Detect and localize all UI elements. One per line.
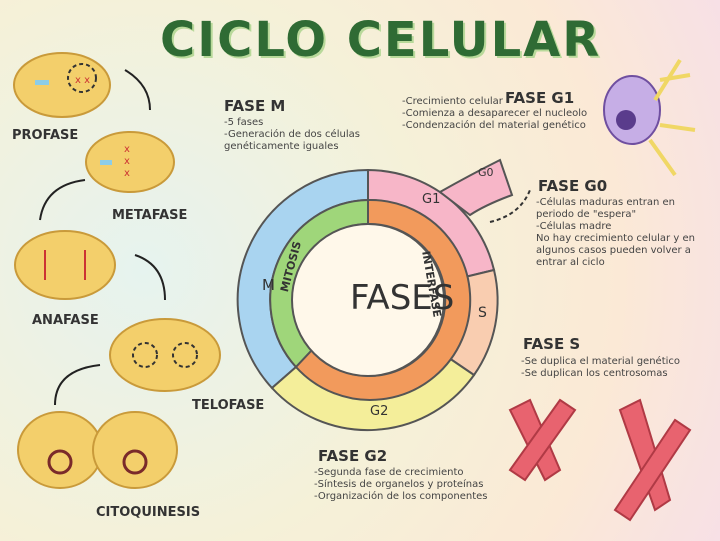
svg-text:x x: x x — [75, 75, 90, 86]
fase-g1-notes: -Crecimiento celular -Comienza a desapar… — [402, 96, 588, 131]
stage-arrows — [39, 69, 166, 406]
fase-g1-title: FASE G1 — [505, 89, 575, 107]
cell-citoquinesis — [17, 411, 178, 489]
fase-s-notes: -Se duplica el material genético -Se dup… — [521, 356, 681, 379]
fase-g2-title: FASE G2 — [318, 447, 388, 465]
stage-label-citoquinesis: CITOQUINESIS — [96, 505, 201, 520]
cell-metafase: x x x — [85, 131, 175, 193]
fase-g2-notes: -Segunda fase de crecimiento -Síntesis d… — [314, 467, 488, 502]
stage-label-telofase: TELOFASE — [192, 398, 265, 413]
fase-g0-title: FASE G0 — [538, 177, 608, 195]
stage-label-anafase: ANAFASE — [32, 313, 99, 328]
ring-label-s: S — [478, 305, 487, 321]
chromosomes — [508, 398, 692, 522]
fase-m-title: FASE M — [224, 97, 286, 115]
center-fases-label: FASES — [350, 278, 455, 318]
fase-m-notes: -5 fases -Generación de dos células gené… — [224, 117, 360, 152]
ring-label-g1: G1 — [422, 192, 441, 207]
ring-label-g2: G2 — [370, 404, 389, 419]
center-circle — [291, 223, 445, 377]
stage-label-profase: PROFASE — [12, 128, 79, 143]
svg-text:x: x — [124, 144, 130, 155]
inner-ring-interfase — [294, 198, 472, 401]
g0-branch — [438, 158, 514, 217]
ring-label-g0: G0 — [478, 166, 494, 179]
svg-text:x: x — [124, 156, 130, 167]
page-title: CICLO CELULAR — [160, 12, 602, 68]
cell-telofase — [109, 318, 221, 392]
stage-label-metafase: METAFASE — [112, 208, 188, 223]
ring-label-m: M — [262, 276, 275, 294]
neuron-cell — [603, 58, 696, 177]
fase-g0-notes: -Células maduras entran en periodo de "e… — [536, 197, 695, 268]
cell-anafase — [14, 230, 116, 300]
cell-profase: x x — [13, 52, 111, 118]
fase-s-title: FASE S — [523, 335, 581, 353]
svg-text:x: x — [124, 168, 130, 179]
